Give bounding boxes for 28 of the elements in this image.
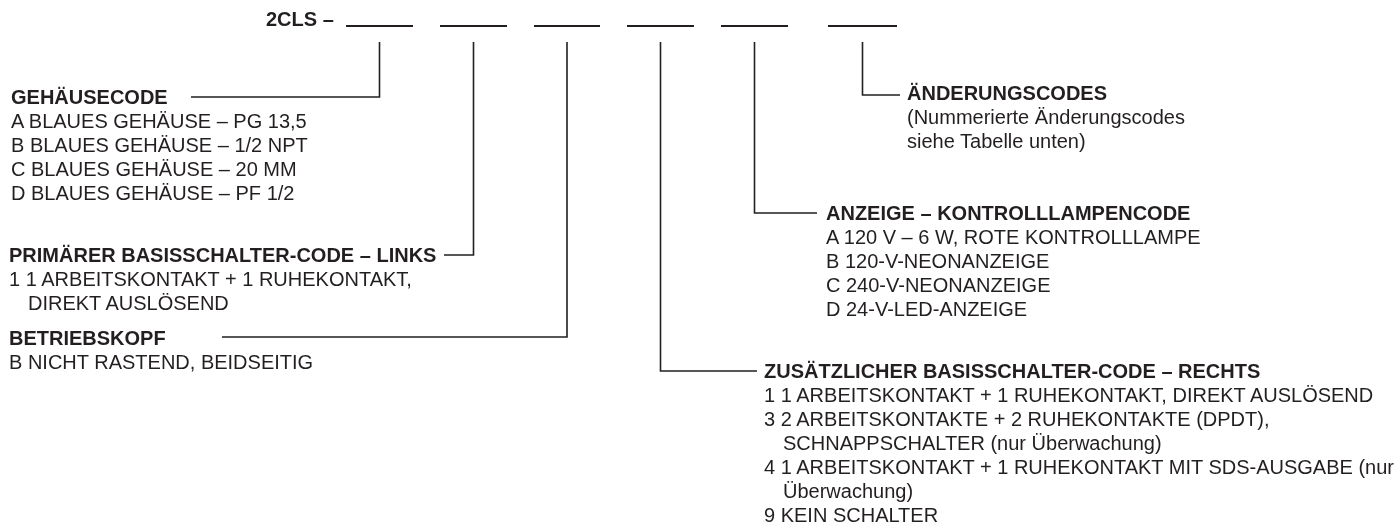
blank-line (721, 25, 788, 27)
blank-line (346, 25, 413, 27)
leader-line (190, 41, 381, 98)
blank-line (828, 25, 897, 27)
option-text: B NICHT RASTEND, BEIDSEITIG (9, 350, 314, 374)
leader-line (221, 41, 568, 338)
leader-line (443, 41, 475, 256)
option-text: A 120 V – 6 W, ROTE KONTROLLLAMPE (826, 225, 1201, 249)
option-text: C 240-V-NEONANZEIGE (826, 273, 1051, 297)
option-text: 3 2 ARBEITSKONTAKTE + 2 RUHEKONTAKTE (DPDT), SCHNAPPSCHALTER (nur Überwachung) (764, 407, 1271, 455)
blank-line (627, 25, 694, 27)
part-number-prefix: 2CLS – (266, 7, 334, 31)
option-text: (Nummerierte Änderungscodes siehe Tabelle unten) (907, 105, 1186, 153)
option-text: 4 1 ARBEITSKONTAKT + 1 RUHEKONTAKT MIT SDS-AUSGABE (nur Überwachung) (764, 455, 1395, 503)
option-text: B 120-V-NEONANZEIGE (826, 249, 1050, 273)
blank-line (440, 25, 507, 27)
leader-line (861, 41, 901, 96)
blank-line (534, 25, 600, 27)
option-text: 9 KEIN SCHALTER (764, 503, 939, 522)
option-text: B BLAUES GEHÄUSE – 1/2 NPT (11, 133, 308, 157)
option-text: D 24-V-LED-ANZEIGE (826, 297, 1028, 321)
leader-line (753, 41, 818, 214)
option-text: D BLAUES GEHÄUSE – PF 1/2 (11, 181, 295, 205)
leader-line (659, 41, 758, 372)
option-text: C BLAUES GEHÄUSE – 20 MM (11, 157, 297, 181)
option-text: 1 1 ARBEITSKONTAKT + 1 RUHEKONTAKT, DIREKT AUSLÖSEND (9, 267, 413, 315)
option-text: A BLAUES GEHÄUSE – PG 13,5 (11, 109, 307, 133)
option-text: 1 1 ARBEITSKONTAKT + 1 RUHEKONTAKT, DIREKT AUSLÖSEND (764, 383, 1374, 407)
